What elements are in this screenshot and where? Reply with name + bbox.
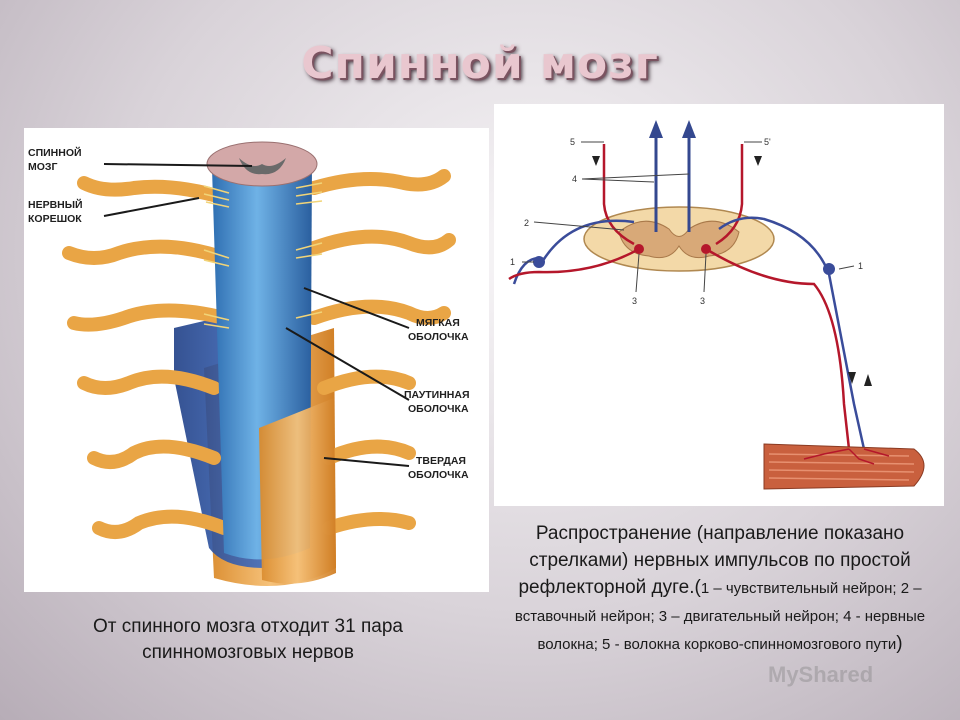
impulse-arrows bbox=[592, 156, 872, 386]
motor-neuron-right bbox=[701, 244, 711, 254]
ascending-fibers bbox=[649, 120, 696, 232]
label-pia-mater-1: МЯГКАЯ bbox=[416, 317, 460, 329]
number-leaders bbox=[522, 141, 855, 293]
sensory-neuron-path bbox=[512, 216, 866, 450]
nerve-roots-left bbox=[62, 176, 231, 539]
slide-title: Спинной мозг bbox=[301, 38, 659, 89]
caption-right-paren-close: ) bbox=[896, 633, 903, 654]
spinal-cord-anatomy-panel: СПИННОЙ МОЗГ НЕРВНЫЙ КОРЕШОК МЯГКАЯ ОБОЛ… bbox=[24, 128, 489, 592]
muscle bbox=[763, 443, 925, 490]
label-nerve-root-2: КОРЕШОК bbox=[28, 213, 82, 225]
rootlets bbox=[203, 182, 323, 329]
caption-right: Распространение (направление показано ст… bbox=[500, 520, 940, 658]
label-pia-mater-2: ОБОЛОЧКА bbox=[408, 331, 469, 343]
num-1-right: 1 bbox=[858, 261, 863, 271]
spinal-cord-illustration: СПИННОЙ МОЗГ НЕРВНЫЙ КОРЕШОК МЯГКАЯ ОБОЛ… bbox=[28, 141, 470, 586]
reflex-arc-panel: 5 5' 4 2 1 1 3 3 bbox=[494, 104, 944, 506]
caption-right-main: Распространение (направление показано ст… bbox=[518, 523, 911, 598]
label-dura-mater-1: ТВЕРДАЯ bbox=[416, 455, 466, 467]
num-2: 2 bbox=[524, 218, 529, 228]
caption-right-paren-open: ( bbox=[694, 577, 701, 598]
num-5-prime: 5' bbox=[764, 137, 771, 147]
label-nerve-root-1: НЕРВНЫЙ bbox=[28, 198, 83, 211]
label-arachnoid-1: ПАУТИННАЯ bbox=[404, 389, 470, 401]
num-3-left: 3 bbox=[632, 296, 637, 306]
dura-mater-front bbox=[259, 398, 336, 584]
label-spinal-cord-2: МОЗГ bbox=[28, 161, 57, 173]
caption-left: От спинного мозга отходит 31 пара спинно… bbox=[93, 616, 403, 663]
motor-neuron-path bbox=[508, 247, 851, 450]
label-arachnoid-2: ОБОЛОЧКА bbox=[408, 403, 469, 415]
sensory-ganglion-right bbox=[823, 263, 835, 275]
reflex-arc-illustration: 5 5' 4 2 1 1 3 3 bbox=[508, 120, 925, 490]
gray-matter bbox=[239, 158, 286, 175]
num-4: 4 bbox=[572, 174, 577, 184]
descending-fibers bbox=[602, 144, 744, 246]
motor-neuron-left bbox=[634, 244, 644, 254]
sensory-ganglion-left bbox=[533, 256, 545, 268]
label-dura-mater-2: ОБОЛОЧКА bbox=[408, 469, 469, 481]
label-spinal-cord-1: СПИННОЙ bbox=[28, 146, 82, 159]
num-5: 5 bbox=[570, 137, 575, 147]
caption-right-detail: 1 – чувствительный нейрон; 2 – вставочны… bbox=[514, 580, 926, 653]
num-1-left: 1 bbox=[510, 257, 515, 267]
watermark-logo: MyShared bbox=[768, 662, 874, 687]
leader-lines bbox=[103, 163, 410, 467]
num-3-right: 3 bbox=[700, 296, 705, 306]
